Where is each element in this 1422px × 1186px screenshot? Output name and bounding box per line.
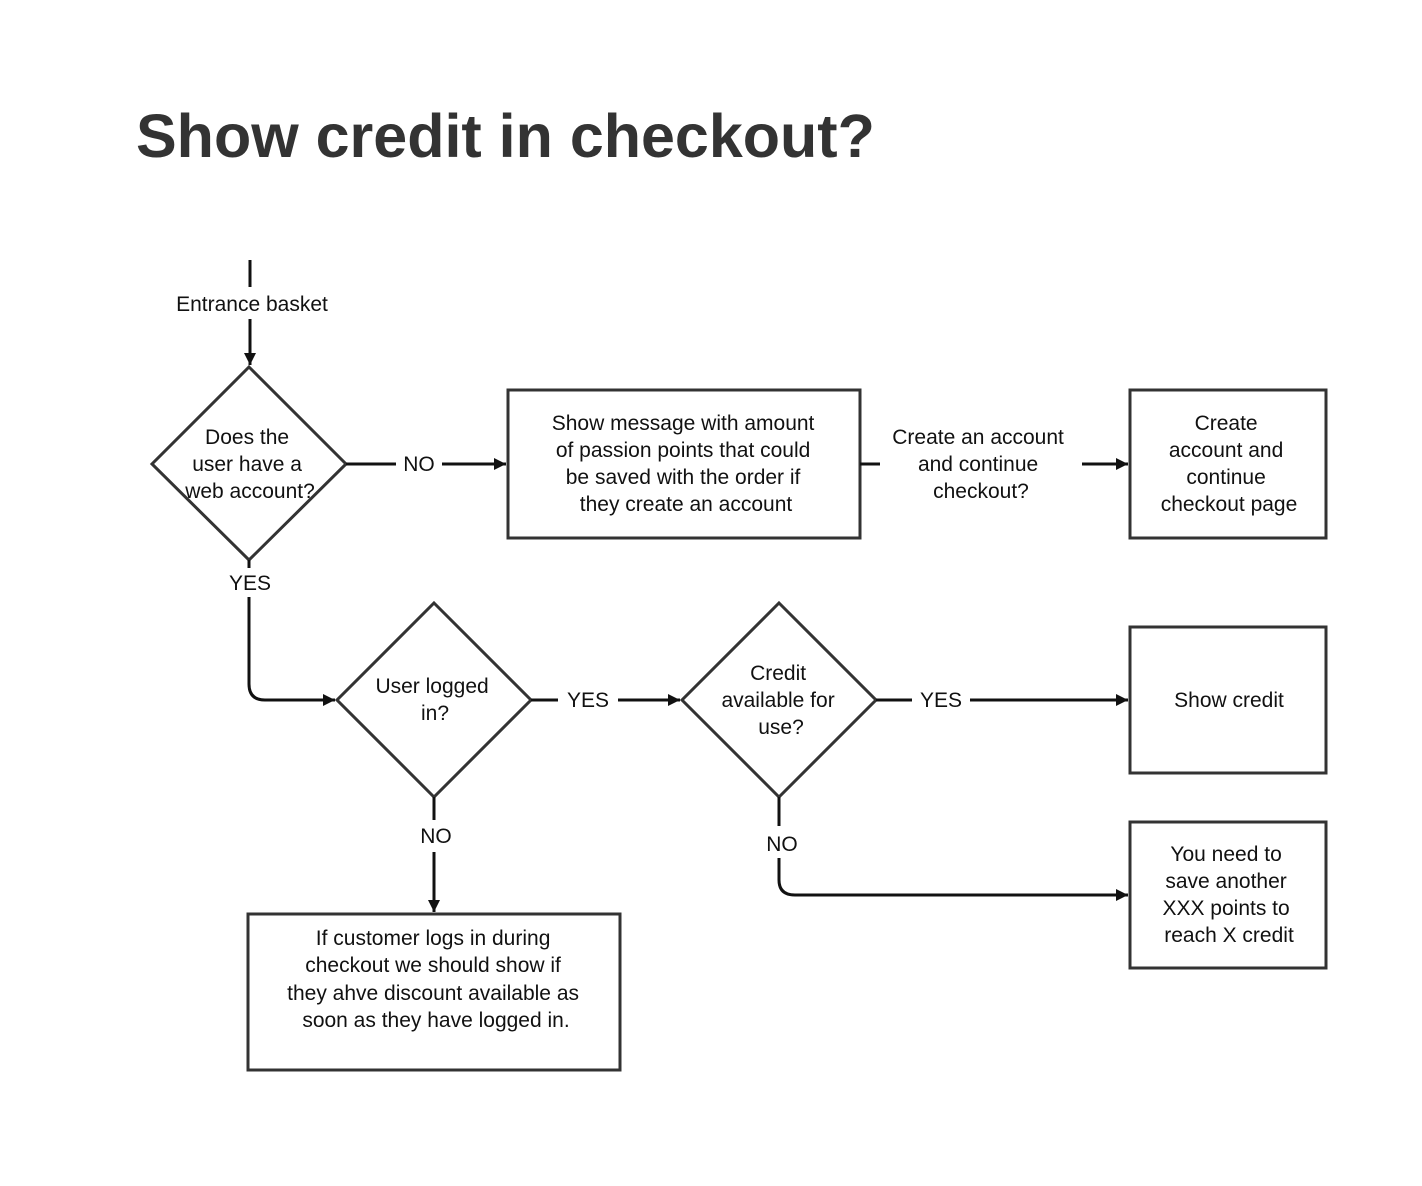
edge-has-account-yes-b xyxy=(247,597,335,706)
create-page-box xyxy=(1128,388,1328,540)
credit-available-text: Credit available for use? xyxy=(721,662,840,739)
show-message-text: Show message with amount of passion poin… xyxy=(552,412,820,516)
entrance-label: Entrance basket xyxy=(176,293,328,316)
edge-credit-no-b xyxy=(777,858,1128,901)
create-prompt-text: Create an account and continue checkout? xyxy=(892,426,1069,503)
has-account-yes-label: YES xyxy=(229,572,271,595)
login-during-checkout-text: If customer logs in during checkout we s… xyxy=(287,927,585,1032)
need-points-box xyxy=(1128,820,1328,970)
logged-in-diamond xyxy=(334,600,534,800)
need-points-text: You need to save another XXX points to r… xyxy=(1162,843,1295,947)
show-credit-text: Show credit xyxy=(1174,689,1284,712)
create-page-text: Create account and continue checkout pag… xyxy=(1161,412,1298,516)
logged-in-text: User logged in? xyxy=(375,675,494,725)
logged-in-no-label: NO xyxy=(420,825,452,848)
show-credit-box xyxy=(1128,625,1328,775)
logged-in-yes-label: YES xyxy=(567,689,609,712)
has-account-text: Does the user have a web account? xyxy=(184,426,315,503)
credit-yes-label: YES xyxy=(920,689,962,712)
login-during-checkout-box xyxy=(246,912,622,1072)
credit-no-label: NO xyxy=(766,833,798,856)
has-account-no-label: NO xyxy=(403,453,435,476)
page-title: Show credit in checkout? xyxy=(136,102,875,170)
